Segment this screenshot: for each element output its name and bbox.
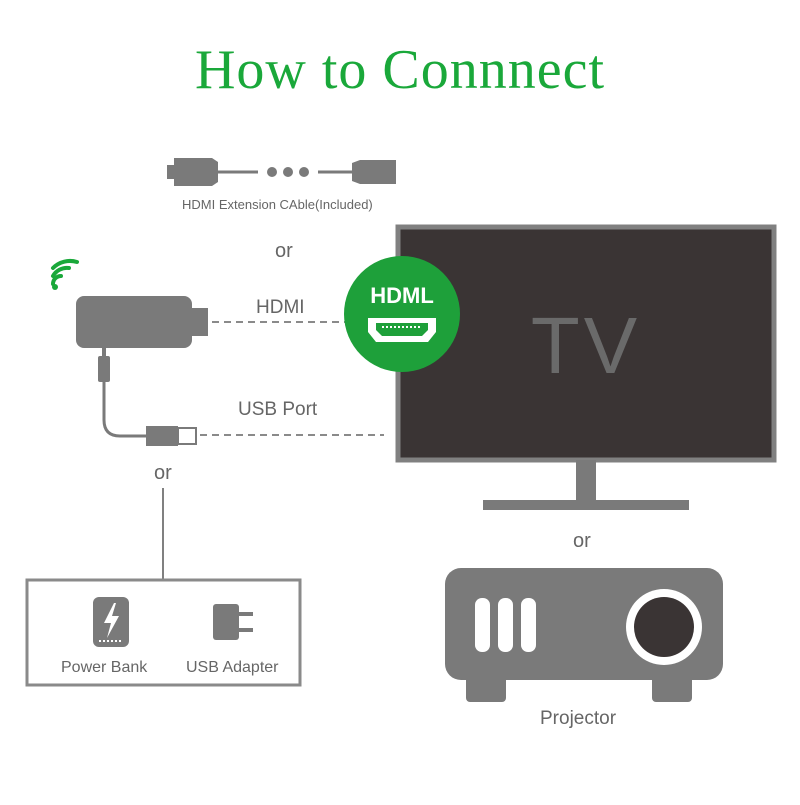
hdmi-port-icon <box>368 318 436 342</box>
wifi-icon <box>51 258 79 290</box>
usb-adapter-label: USB Adapter <box>186 659 279 676</box>
tv-screen-label: TV <box>530 301 642 390</box>
power-bank-label: Power Bank <box>61 659 148 676</box>
extension-cable-label: HDMI Extension CAble(Included) <box>182 197 373 212</box>
hdmi-port-badge <box>344 256 460 372</box>
or-label-right: or <box>573 530 591 552</box>
projector <box>445 568 723 702</box>
projector-label: Projector <box>540 708 617 729</box>
power-source-box <box>25 578 302 687</box>
power-bank-icon <box>93 597 129 647</box>
hdmi-dongle <box>76 296 208 446</box>
or-label-top: or <box>275 240 293 262</box>
hdml-badge-label: HDML <box>370 283 434 308</box>
or-label-left: or <box>154 462 172 484</box>
hdmi-extension-cable <box>167 158 396 186</box>
tv <box>395 224 777 510</box>
page-title: How to Connnect <box>194 39 606 101</box>
lightning-icon <box>104 603 119 638</box>
hdmi-link-label: HDMI <box>256 297 305 318</box>
usb-adapter-icon <box>213 604 253 640</box>
usb-port-label: USB Port <box>238 399 318 420</box>
plug-icon <box>239 612 253 632</box>
